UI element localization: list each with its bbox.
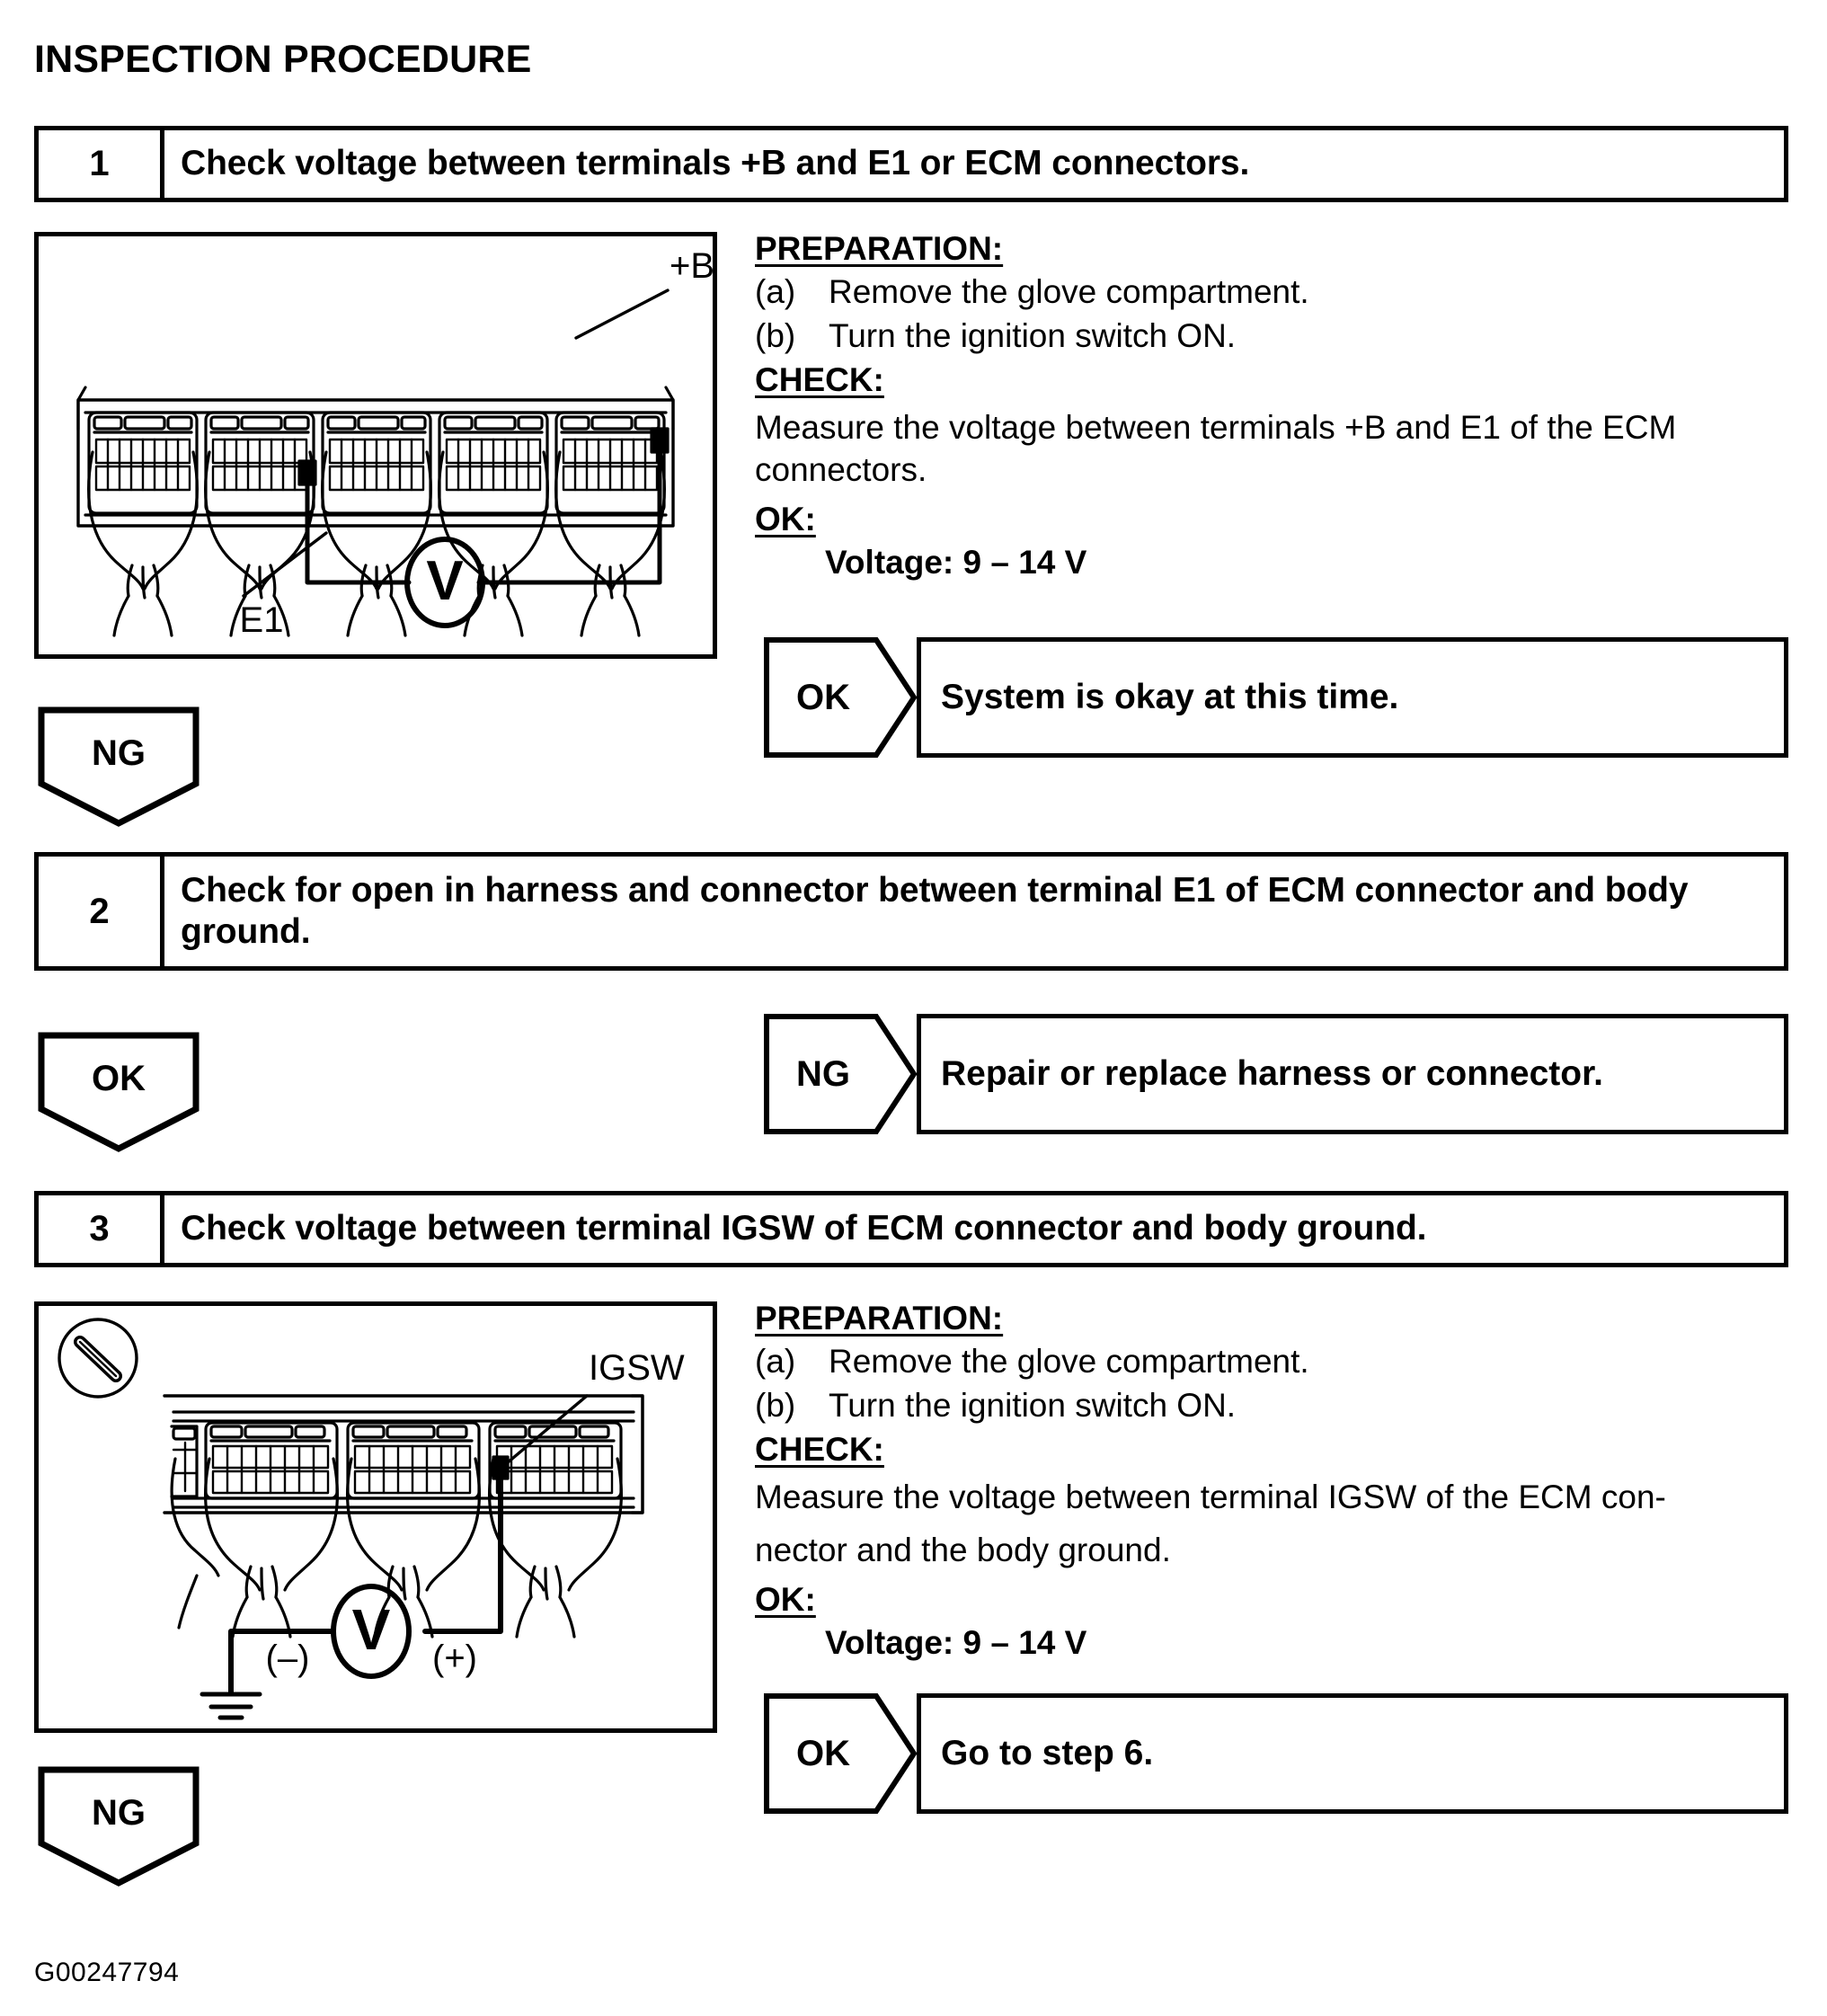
check-text: Measure the voltage between terminals +B… — [755, 409, 1677, 489]
check-heading-3: CHECK: — [755, 1431, 884, 1468]
preparation-item-a: (a) Remove the glove compartment. — [755, 275, 1797, 308]
step-1-instructions: PREPARATION: (a) Remove the glove compar… — [755, 232, 1797, 579]
svg-text:V: V — [426, 550, 463, 612]
step-1-number: 1 — [39, 130, 164, 198]
ok-down-arrow-2-label: OK — [92, 1059, 146, 1098]
svg-text:(–): (–) — [266, 1639, 310, 1678]
voltage-spec-3: Voltage: 9 – 14 V — [825, 1623, 1087, 1661]
ok-result-text-3: Go to step 6. — [941, 1734, 1154, 1772]
voltage-spec: Voltage: 9 – 14 V — [825, 543, 1087, 581]
preparation-item-b-3: (b) Turn the ignition switch ON. — [755, 1389, 1797, 1422]
ng-arrow-2: NG — [764, 1014, 918, 1134]
step-3-number: 3 — [39, 1195, 164, 1263]
preparation-item-b: (b) Turn the ignition switch ON. — [755, 319, 1797, 352]
ng-result-text-2: Repair or replace harness or connector. — [941, 1054, 1603, 1093]
step-1-ok-result: OK System is okay at this time. — [764, 637, 1788, 758]
preparation-heading-3: PREPARATION: — [755, 1300, 1004, 1337]
ok-down-arrow-2: OK — [38, 1032, 200, 1152]
svg-text:(+): (+) — [432, 1639, 477, 1678]
ng-down-arrow-3: NG — [38, 1766, 200, 1887]
svg-text:IGSW: IGSW — [589, 1348, 685, 1388]
check-text-3-line1: Measure the voltage between terminal IGS… — [755, 1479, 1666, 1515]
figure-ecm-connector-igsw: V IGSW (–) (+) — [34, 1301, 717, 1733]
ok-arrow-1: OK — [764, 637, 918, 758]
figure-code: G00247794 — [34, 1958, 180, 1987]
preparation-item-b-text-3: Turn the ignition switch ON. — [829, 1387, 1237, 1424]
preparation-item-a-text-3: Remove the glove compartment. — [829, 1343, 1309, 1380]
svg-text:+B: +B — [670, 246, 713, 286]
step-3-title: Check voltage between terminal IGSW of E… — [181, 1209, 1427, 1248]
preparation-item-b-label: (b) — [755, 317, 796, 354]
step-2-number: 2 — [39, 857, 164, 966]
ng-down-arrow-1-label: NG — [92, 733, 146, 773]
ok-result-text-1: System is okay at this time. — [941, 678, 1399, 716]
ng-arrow-2-label: NG — [796, 1053, 850, 1094]
step-2-header: 2 Check for open in harness and connecto… — [34, 852, 1788, 971]
check-heading: CHECK: — [755, 361, 884, 398]
ng-down-arrow-1: NG — [38, 706, 200, 827]
page-title: INSPECTION PROCEDURE — [34, 38, 532, 81]
ng-result-box-2: Repair or replace harness or connector. — [917, 1014, 1788, 1134]
svg-text:V: V — [352, 1597, 391, 1662]
preparation-item-a-label-3: (a) — [755, 1343, 796, 1380]
step-1-header: 1 Check voltage between terminals +B and… — [34, 126, 1788, 202]
figure-ecm-connectors-b-e1: V +B E1 — [34, 232, 717, 659]
step-2-title: Check for open in harness and connector … — [181, 870, 1689, 951]
preparation-heading: PREPARATION: — [755, 230, 1004, 267]
step-3-header: 3 Check voltage between terminal IGSW of… — [34, 1191, 1788, 1267]
step-3-ok-result: OK Go to step 6. — [764, 1693, 1788, 1814]
ok-arrow-1-label: OK — [796, 677, 850, 717]
ok-heading-3: OK: — [755, 1580, 816, 1618]
preparation-item-a-label: (a) — [755, 273, 796, 310]
svg-text:E1: E1 — [240, 600, 284, 640]
ok-arrow-3-label: OK — [796, 1733, 850, 1773]
step-3-instructions: PREPARATION: (a) Remove the glove compar… — [755, 1301, 1797, 1659]
check-text-3-line2: nector and the body ground. — [755, 1532, 1171, 1569]
preparation-item-b-label-3: (b) — [755, 1387, 796, 1424]
preparation-item-b-text: Turn the ignition switch ON. — [829, 317, 1237, 354]
ok-heading: OK: — [755, 500, 816, 537]
step-1-title: Check voltage between terminals +B and E… — [181, 144, 1250, 183]
preparation-item-a-text: Remove the glove compartment. — [829, 273, 1309, 310]
step-2-ng-result: NG Repair or replace harness or connecto… — [764, 1014, 1788, 1134]
ng-down-arrow-3-label: NG — [92, 1793, 146, 1833]
ok-arrow-3: OK — [764, 1693, 918, 1814]
ok-result-box-3: Go to step 6. — [917, 1693, 1788, 1814]
preparation-item-a-3: (a) Remove the glove compartment. — [755, 1345, 1797, 1378]
ok-result-box-1: System is okay at this time. — [917, 637, 1788, 758]
